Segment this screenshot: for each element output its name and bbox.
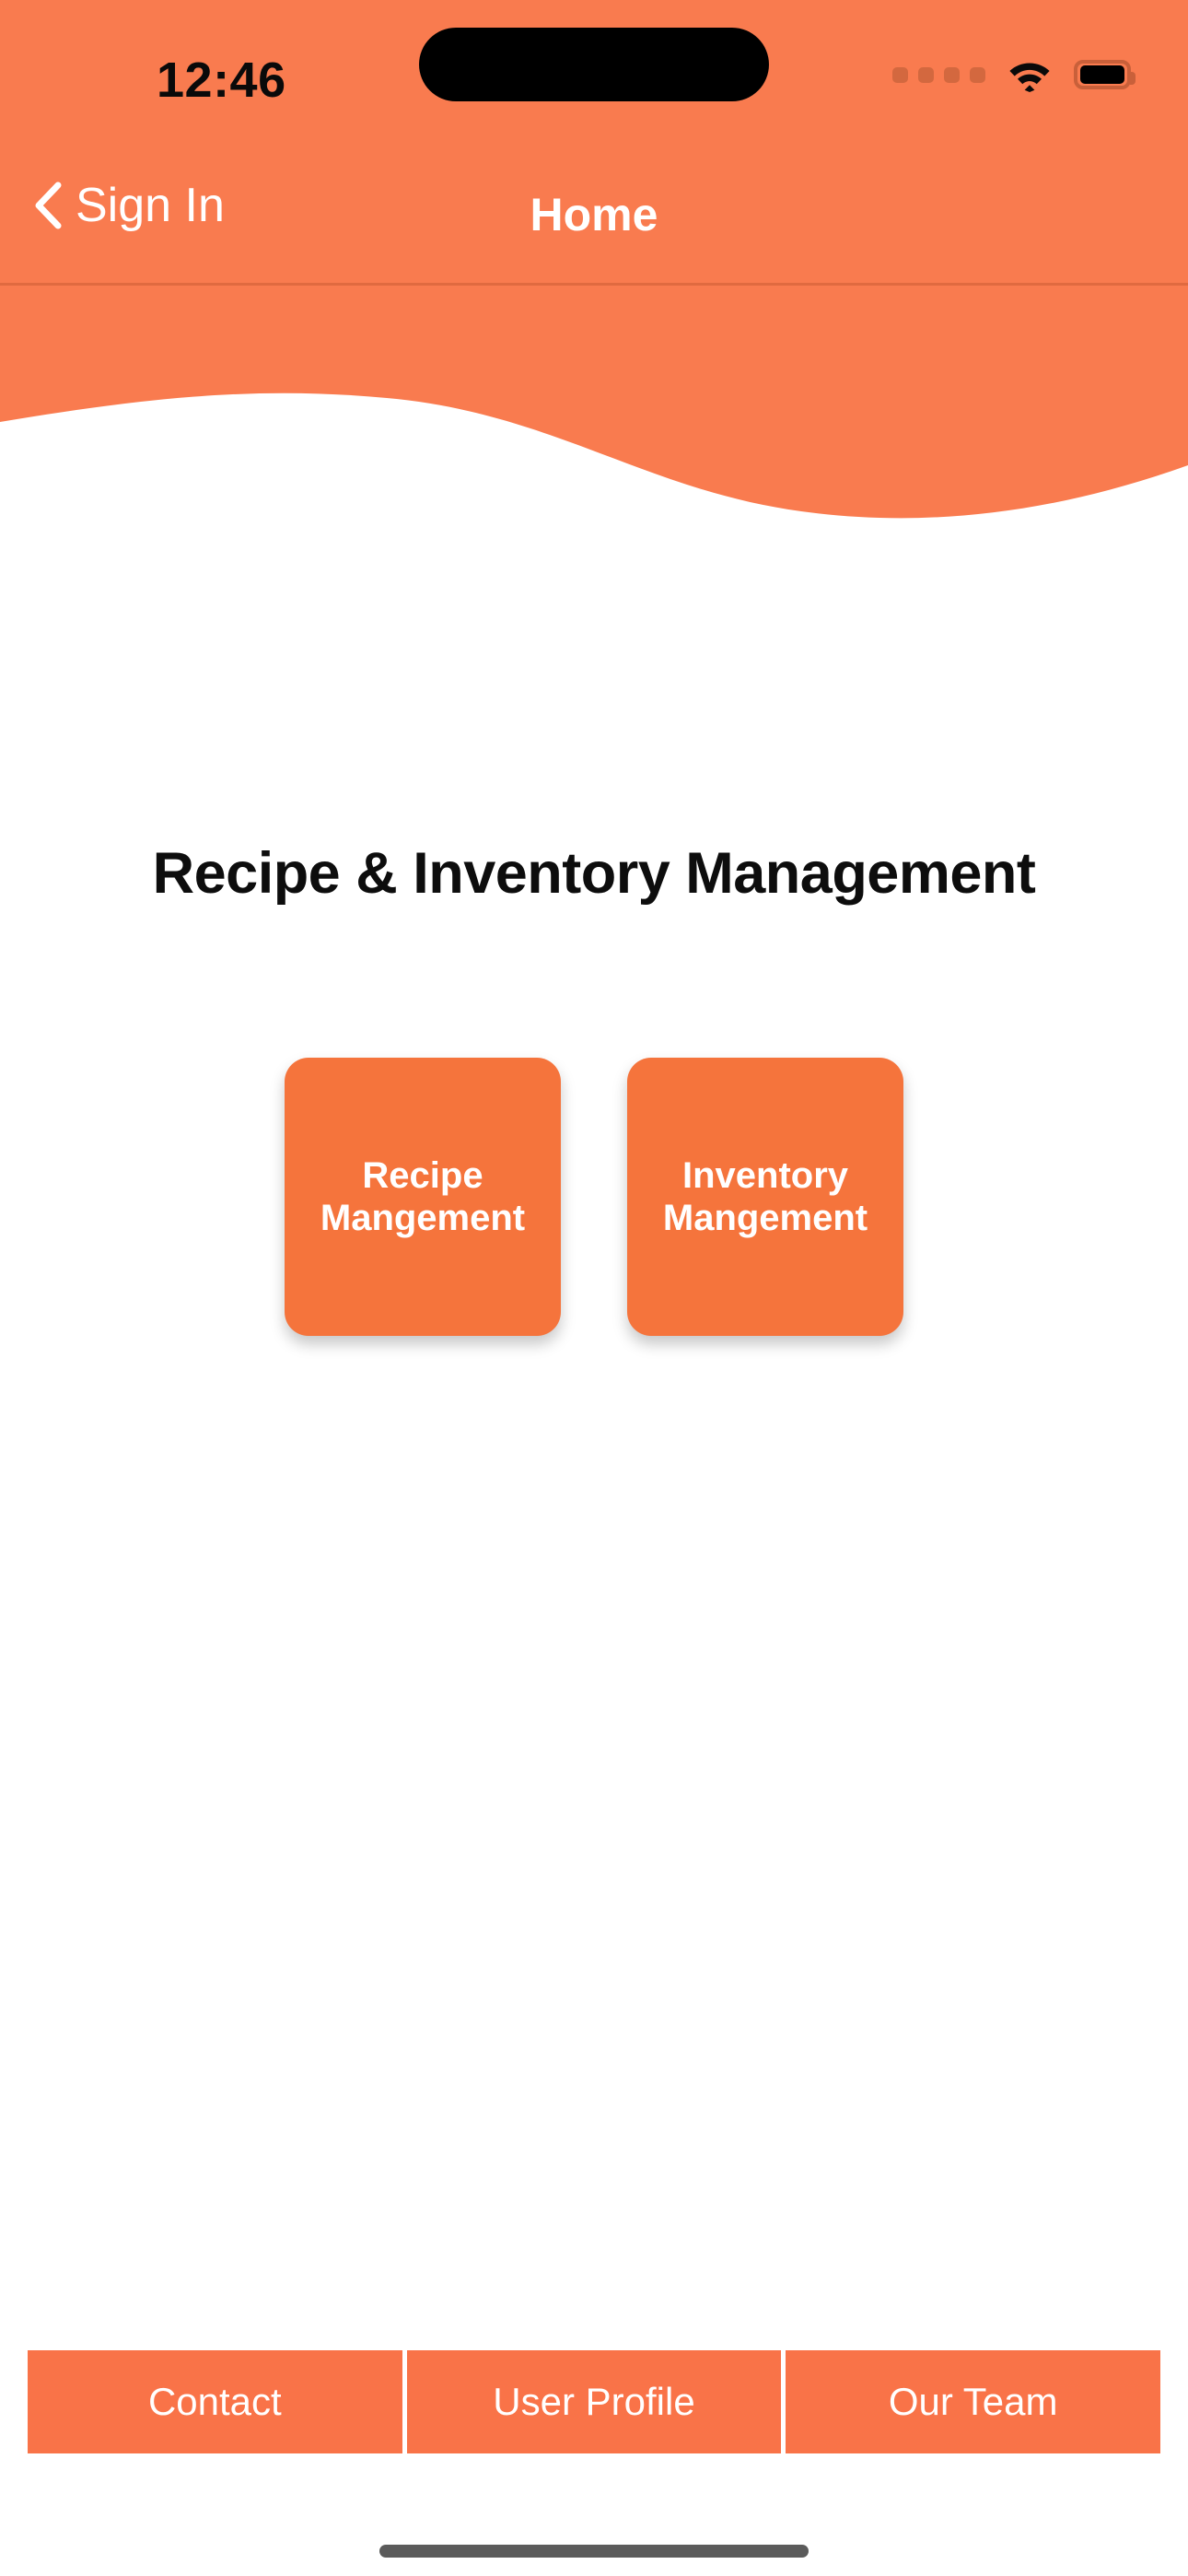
battery-icon: [1074, 60, 1136, 89]
inventory-management-label: Inventory Mangement: [662, 1154, 868, 1238]
nav-bar-divider: [0, 283, 1188, 286]
tab-user-profile[interactable]: User Profile: [406, 2350, 782, 2453]
home-indicator[interactable]: [379, 2545, 809, 2558]
tab-divider: [781, 2350, 786, 2453]
tab-divider: [402, 2350, 407, 2453]
back-button-label: Sign In: [76, 179, 225, 232]
inventory-management-tile[interactable]: Inventory Mangement: [627, 1058, 903, 1336]
feature-tiles: Recipe Mangement Inventory Mangement: [0, 1058, 1188, 1336]
bottom-tab-bar: Contact User Profile Our Team: [28, 2350, 1161, 2453]
status-bar: 12:46: [0, 0, 1188, 147]
status-time: 12:46: [157, 53, 286, 108]
cellular-dots-icon: [892, 66, 985, 83]
tab-contact[interactable]: Contact: [28, 2350, 402, 2453]
recipe-management-label: Recipe Mangement: [320, 1154, 526, 1238]
page-title-navbar: Home: [530, 189, 658, 240]
back-button[interactable]: Sign In: [31, 181, 225, 230]
recipe-management-tile[interactable]: Recipe Mangement: [285, 1058, 561, 1336]
tab-our-team[interactable]: Our Team: [786, 2350, 1161, 2453]
wifi-icon: [1006, 57, 1054, 92]
navigation-bar: Sign In Home: [0, 157, 1188, 284]
header-wave-decoration: [0, 284, 1188, 560]
page-title: Recipe & Inventory Management: [152, 841, 1036, 906]
dynamic-island: [419, 28, 769, 101]
chevron-left-icon: [31, 181, 63, 230]
status-icons: [892, 57, 1136, 92]
